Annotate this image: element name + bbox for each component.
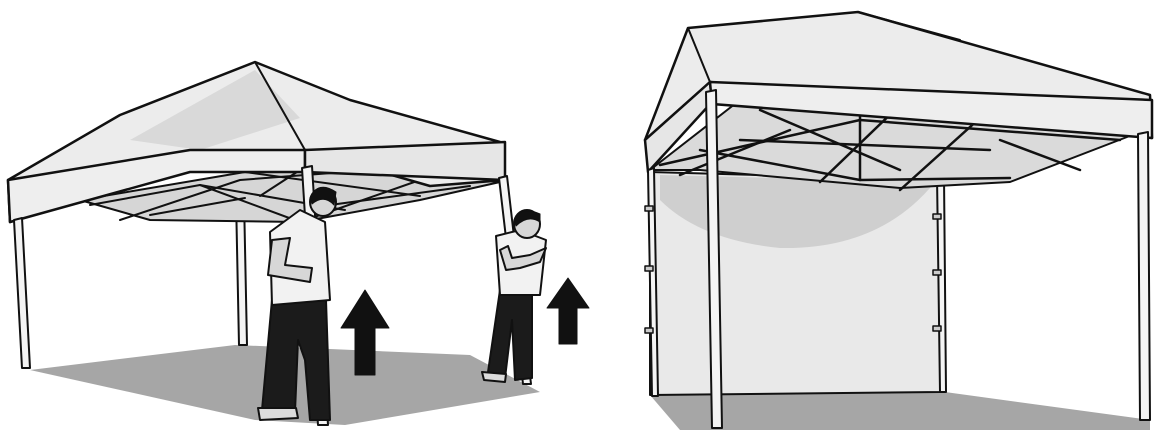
person-right — [482, 210, 546, 382]
front-leg-left — [14, 218, 30, 368]
assembled-gazebo-panel — [645, 12, 1152, 430]
person-left-legs — [262, 300, 330, 420]
person-left-shoe — [258, 408, 298, 420]
ground-shadow — [650, 392, 1150, 430]
lifting-step-panel — [8, 62, 589, 425]
person-right-shoe — [482, 372, 506, 382]
front-leg-right — [1138, 132, 1150, 420]
person-right-legs — [488, 290, 532, 380]
canopy-valance-side — [305, 142, 505, 180]
up-arrow-icon — [547, 278, 589, 344]
